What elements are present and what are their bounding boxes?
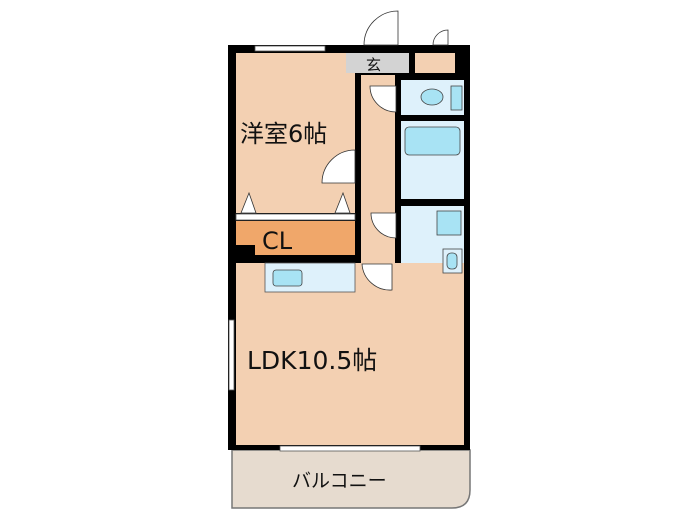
front-door-icon	[363, 10, 399, 46]
washing-machine-icon	[436, 210, 462, 236]
entrance	[346, 53, 409, 73]
basin-bowl-icon	[446, 252, 458, 270]
window-balcony	[279, 445, 421, 452]
ldk-door-icon	[361, 263, 393, 291]
window-ldk-side	[228, 319, 235, 391]
closet-door-marker-icon	[240, 191, 351, 214]
ldk-room	[236, 263, 464, 445]
toilet-icon	[420, 88, 444, 106]
balcony-label: バルコニー	[292, 470, 387, 492]
entrance-label: 玄	[366, 56, 381, 74]
toilet-tank-icon	[450, 85, 463, 111]
ldk-hall-join	[361, 285, 464, 291]
balcony-area	[231, 449, 471, 509]
pillar	[228, 245, 255, 257]
closet-label: CL	[262, 227, 293, 255]
closet-door	[235, 213, 356, 221]
bathtub-icon	[404, 126, 461, 156]
toilet-door-icon	[369, 85, 397, 113]
kitchen-sink	[272, 269, 303, 287]
storage	[415, 53, 455, 73]
closet	[236, 221, 355, 255]
western-room-door-icon	[321, 149, 356, 184]
western-room	[236, 53, 355, 213]
storage-door-icon	[432, 29, 449, 46]
window-top	[254, 45, 326, 52]
western-room-label: 洋室6帖	[240, 120, 327, 148]
door-swings	[321, 10, 449, 291]
ldk-label: LDK10.5帖	[247, 346, 377, 375]
washroom-door-icon	[370, 212, 397, 239]
